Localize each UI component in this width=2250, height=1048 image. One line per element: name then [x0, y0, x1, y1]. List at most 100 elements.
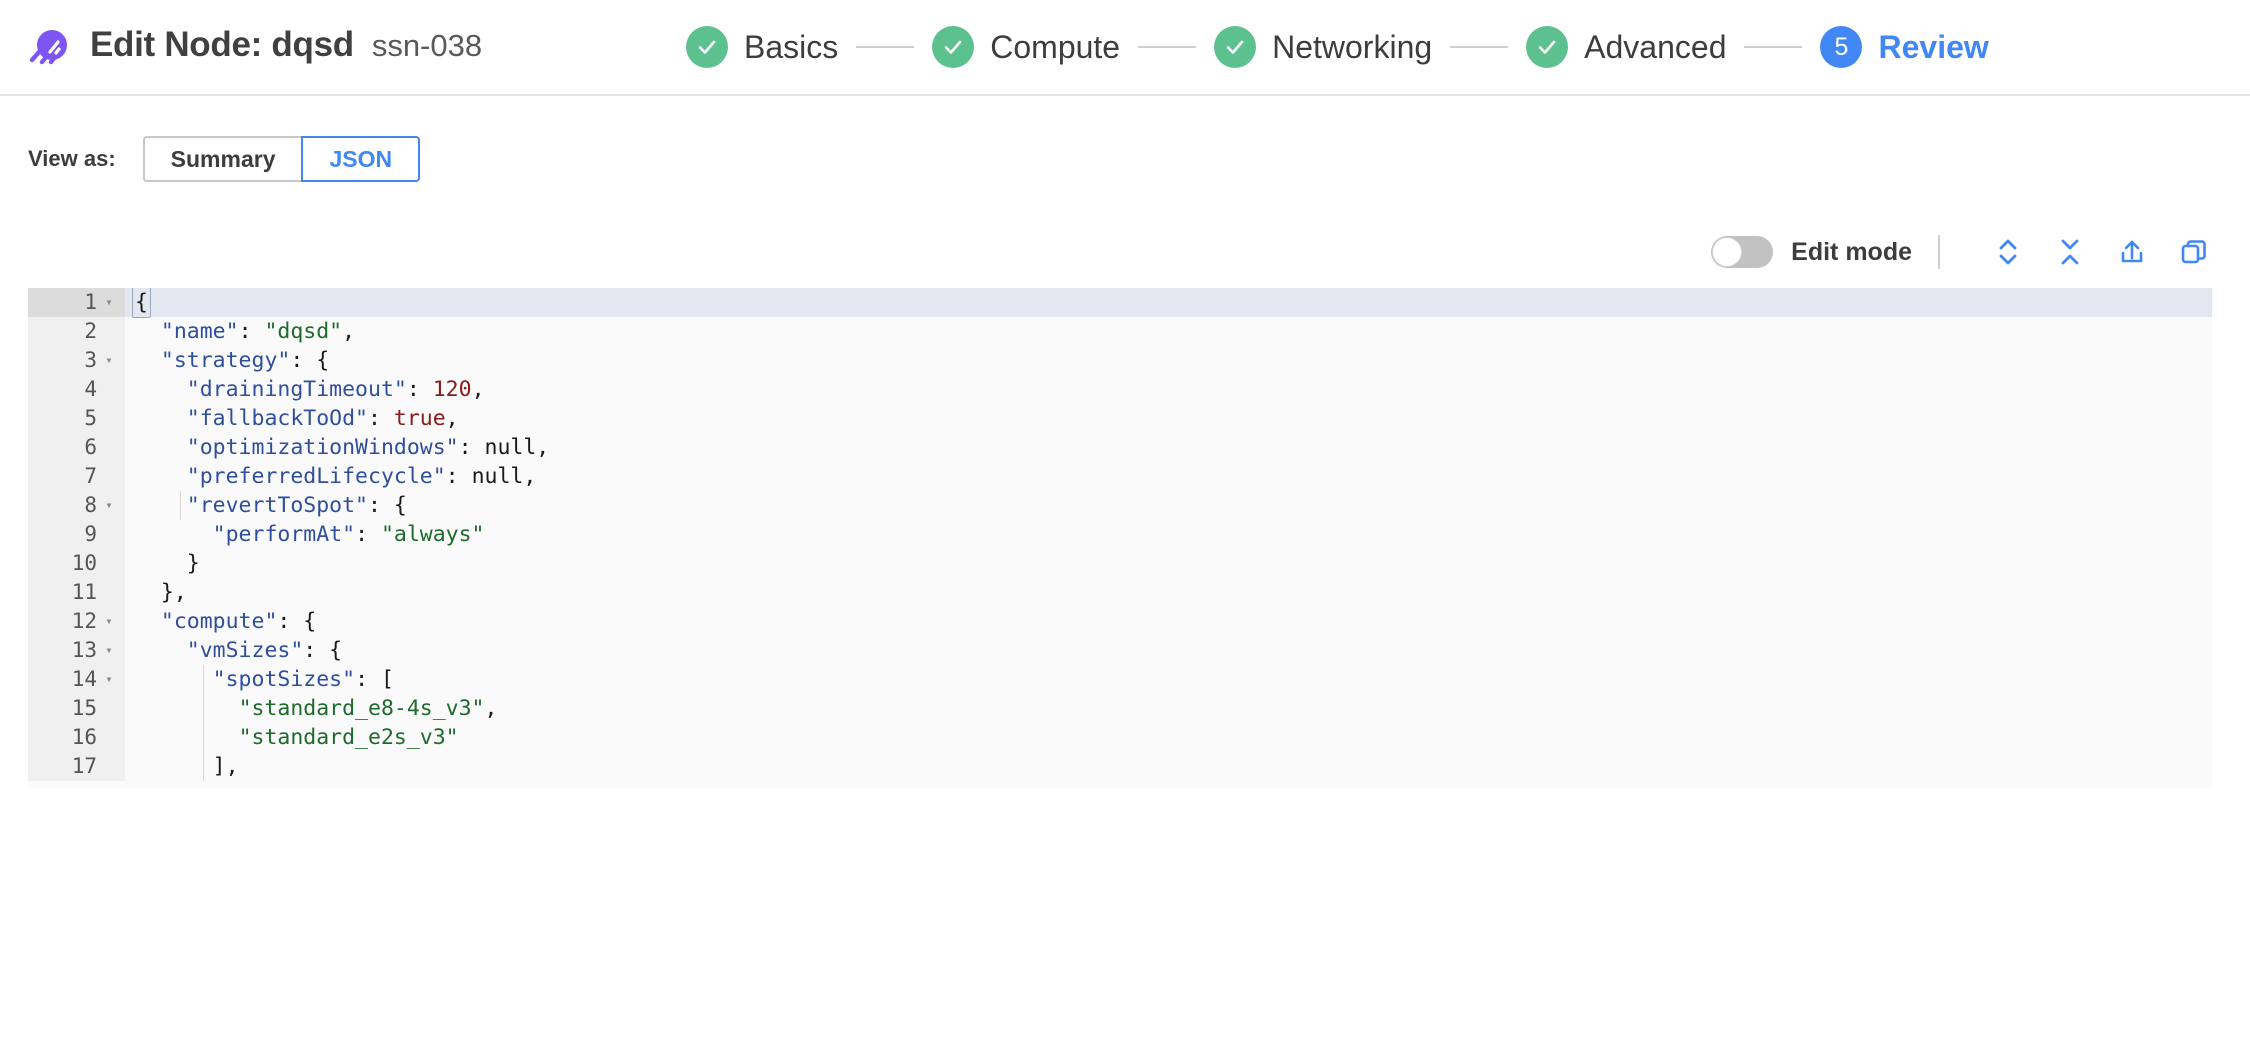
- code-line[interactable]: 2▾ "name": "dqsd",: [28, 317, 2212, 346]
- code-line[interactable]: 9▾ "performAt": "always": [28, 520, 2212, 549]
- view-as-json-button[interactable]: JSON: [301, 136, 421, 182]
- fold-toggle-icon[interactable]: ▾: [105, 353, 113, 367]
- step-badge-check-icon: [932, 26, 975, 68]
- token-num: 120: [432, 377, 472, 402]
- step-networking[interactable]: Networking: [1214, 26, 1432, 68]
- code-text[interactable]: "strategy": {: [125, 346, 2212, 375]
- indent: [135, 551, 187, 576]
- spot-logo-icon: [26, 25, 70, 69]
- code-text[interactable]: "compute": {: [125, 607, 2212, 636]
- code-text[interactable]: },: [125, 578, 2212, 607]
- step-basics[interactable]: Basics: [686, 26, 838, 68]
- toggle-knob: [1712, 237, 1743, 267]
- code-line[interactable]: 12 ▾ "compute": {: [28, 607, 2212, 636]
- line-number: 3: [84, 348, 97, 372]
- page-title: Edit Node: dqsd: [90, 25, 354, 64]
- expand-all-icon[interactable]: [1988, 232, 2028, 272]
- indent: [135, 464, 187, 489]
- indent: [135, 667, 213, 692]
- step-connector: [856, 46, 915, 48]
- code-line[interactable]: 14▾ "spotSizes": [: [28, 665, 2212, 694]
- code-text[interactable]: "preferredLifecycle": null,: [125, 462, 2212, 491]
- token-punc: :: [406, 377, 433, 402]
- code-text[interactable]: "standard_e8-4s_v3",: [125, 694, 2212, 723]
- line-number: 12: [71, 609, 97, 633]
- code-line[interactable]: 16▾ "standard_e2s_v3": [28, 723, 2212, 752]
- code-text[interactable]: "performAt": "always": [125, 520, 2212, 549]
- code-text[interactable]: ],: [125, 752, 2212, 781]
- line-number: 10: [71, 551, 97, 575]
- step-advanced[interactable]: Advanced: [1526, 26, 1726, 68]
- code-line[interactable]: 10▾ }: [28, 549, 2212, 578]
- code-text[interactable]: "spotSizes": [: [125, 665, 2212, 694]
- code-line[interactable]: 3▾ "strategy": {: [28, 346, 2212, 375]
- token-punc: {: [132, 288, 151, 318]
- token-str: "dqsd": [264, 319, 343, 344]
- collapse-all-icon[interactable]: [2050, 232, 2090, 272]
- token-punc: : {: [303, 638, 343, 663]
- edit-mode-toggle[interactable]: [1711, 236, 1774, 268]
- token-punc: :: [368, 406, 394, 431]
- line-gutter: 9▾: [28, 520, 125, 549]
- step-badge-number: 5: [1820, 26, 1863, 68]
- view-as-label: View as:: [28, 146, 116, 171]
- code-text[interactable]: "optimizationWindows": null,: [125, 433, 2212, 462]
- line-gutter: 10▾: [28, 549, 125, 578]
- line-number: 7: [84, 464, 97, 488]
- token-key: "drainingTimeout": [186, 377, 407, 402]
- code-line[interactable]: 6▾ "optimizationWindows": null,: [28, 433, 2212, 462]
- code-line[interactable]: 8▾ "revertToSpot": {: [28, 491, 2212, 520]
- indent: [135, 580, 161, 605]
- code-text[interactable]: "name": "dqsd",: [125, 317, 2212, 346]
- code-text[interactable]: "vmSizes": {: [125, 636, 2212, 665]
- view-as-summary-button[interactable]: Summary: [142, 136, 302, 182]
- code-line[interactable]: 15▾ "standard_e8-4s_v3",: [28, 694, 2212, 723]
- step-badge-check-icon: [1526, 26, 1569, 68]
- code-line[interactable]: 13 ▾ "vmSizes": {: [28, 636, 2212, 665]
- token-punc: ,: [536, 435, 550, 460]
- code-line[interactable]: 5▾ "fallbackToOd": true,: [28, 404, 2212, 433]
- code-text[interactable]: {: [125, 288, 2212, 318]
- json-code-editor[interactable]: 1▾{2▾ "name": "dqsd",3▾ "strategy": {4▾ …: [28, 288, 2212, 788]
- export-icon[interactable]: [2112, 232, 2152, 272]
- token-key: "optimizationWindows": [186, 435, 459, 460]
- indent: [135, 435, 187, 460]
- indent: [135, 725, 239, 750]
- editor-toolbar: Edit mode: [0, 230, 2250, 274]
- line-number: 13: [71, 638, 97, 662]
- token-str: "standard_e8-4s_v3": [238, 696, 485, 721]
- indent: [135, 348, 161, 373]
- code-text[interactable]: }: [125, 549, 2212, 578]
- token-str: "always": [380, 522, 485, 547]
- line-gutter: 7▾: [28, 462, 125, 491]
- code-line[interactable]: 11▾ },: [28, 578, 2212, 607]
- token-key: "compute": [160, 609, 278, 634]
- fold-toggle-icon[interactable]: ▾: [105, 614, 113, 628]
- step-review[interactable]: 5 Review: [1820, 26, 1989, 68]
- toolbar-divider: [1938, 235, 1940, 269]
- fold-toggle-icon[interactable]: ▾: [105, 672, 113, 686]
- fold-toggle-icon[interactable]: ▾: [105, 295, 113, 309]
- wizard-stepper: Basics Compute Networking Advanced: [680, 0, 1989, 94]
- copy-icon[interactable]: [2174, 232, 2214, 272]
- line-gutter: 14▾: [28, 665, 125, 694]
- code-text[interactable]: "drainingTimeout": 120,: [125, 375, 2212, 404]
- line-number: 17: [71, 754, 97, 778]
- line-gutter: 3▾: [28, 346, 125, 375]
- code-line[interactable]: 4▾ "drainingTimeout": 120,: [28, 375, 2212, 404]
- code-text[interactable]: "standard_e2s_v3": [125, 723, 2212, 752]
- code-line[interactable]: 7▾ "preferredLifecycle": null,: [28, 462, 2212, 491]
- code-lines[interactable]: 1▾{2▾ "name": "dqsd",3▾ "strategy": {4▾ …: [28, 288, 2212, 781]
- step-compute[interactable]: Compute: [932, 26, 1120, 68]
- indent: [135, 319, 161, 344]
- fold-toggle-icon[interactable]: ▾: [105, 498, 113, 512]
- code-line[interactable]: 1▾{: [28, 288, 2212, 318]
- step-number: 5: [1834, 32, 1849, 61]
- code-text[interactable]: "fallbackToOd": true,: [125, 404, 2212, 433]
- fold-toggle-icon[interactable]: ▾: [105, 643, 113, 657]
- view-as-segmented-control: Summary JSON: [142, 136, 421, 182]
- code-text[interactable]: "revertToSpot": {: [125, 491, 2212, 520]
- code-line[interactable]: 17▾ ],: [28, 752, 2212, 781]
- token-key: "vmSizes": [186, 638, 304, 663]
- token-punc: ,: [471, 377, 485, 402]
